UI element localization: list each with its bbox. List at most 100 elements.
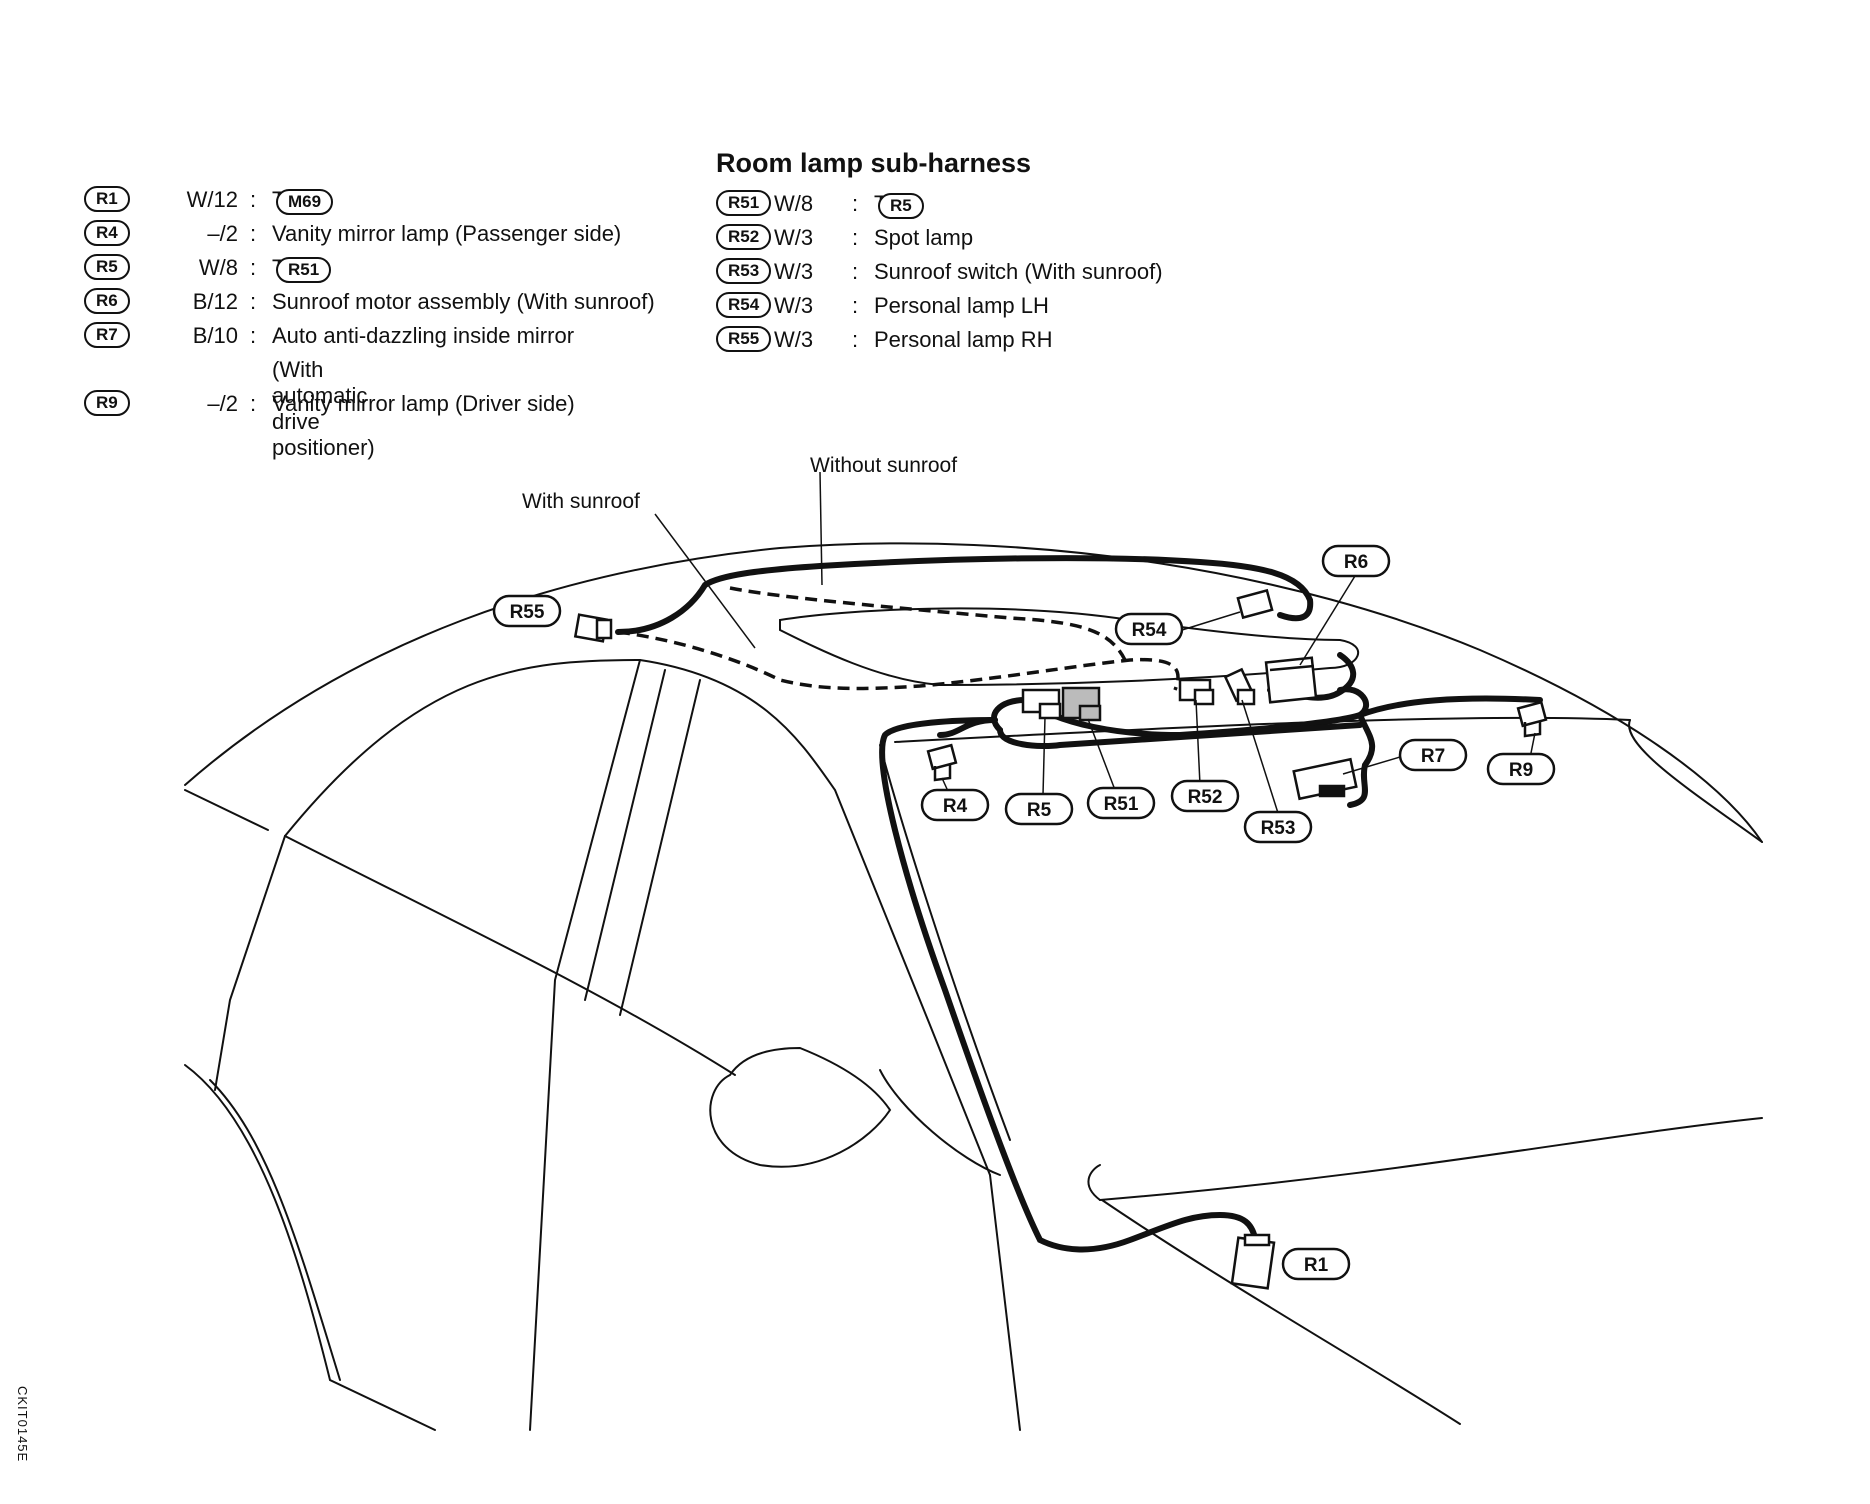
separator: :	[852, 225, 859, 250]
b-pillar-left	[529, 659, 641, 1431]
windshield-edge	[1628, 719, 1763, 843]
callout-labels: R55 R54 R6 R4 R5 R51 R52 R53 R7 R9 R1	[492, 544, 1556, 1281]
door-rear-edge	[989, 1174, 1021, 1431]
note-without-sunroof: Without sunroof	[810, 454, 957, 477]
reference-badge: R51	[276, 257, 332, 283]
connector-badge: R6	[84, 288, 130, 314]
legend-row-r52: R52 W/3 : Spot lamp	[716, 222, 1031, 256]
rear-body-line	[184, 789, 269, 831]
connector-description: ToR5	[874, 191, 924, 219]
separator: :	[852, 293, 859, 318]
svg-text:R4: R4	[943, 796, 968, 817]
connector-description: Vanity mirror lamp (Passenger side)	[272, 221, 622, 246]
separator: :	[250, 289, 257, 314]
callout-r55: R55	[492, 594, 562, 628]
connector-description: Vanity mirror lamp (Driver side)	[272, 391, 575, 416]
connector-badge: R5	[84, 254, 130, 280]
svg-text:R6: R6	[1344, 552, 1368, 573]
svg-text:R52: R52	[1188, 787, 1223, 808]
separator: :	[250, 187, 257, 212]
wire-spec: W/3	[774, 327, 814, 352]
svg-text:R51: R51	[1104, 794, 1139, 815]
wire-spec: –/2	[207, 391, 238, 416]
connector-r54-icon	[1236, 588, 1274, 620]
note-with-sunroof: With sunroof	[522, 490, 640, 513]
b-pillar-front	[584, 669, 666, 1001]
svg-text:R55: R55	[510, 602, 545, 623]
belt-line	[284, 835, 736, 1076]
connector-description: Spot lamp	[874, 225, 974, 250]
connector-r51-icon	[1061, 686, 1102, 722]
connector-badge: R51	[716, 190, 772, 216]
callout-r6: R6	[1321, 544, 1391, 578]
separator: :	[852, 259, 859, 284]
wire-spec: –/2	[207, 221, 238, 246]
harness-without-sunroof	[617, 586, 1180, 691]
connector-r4-icon	[926, 743, 958, 782]
callout-r7: R7	[1398, 738, 1468, 772]
connector-description: Personal lamp LH	[874, 293, 1049, 318]
connector-badge: R9	[84, 390, 130, 416]
sunroof-opening	[779, 607, 1360, 687]
wire-spec: W/3	[774, 293, 814, 318]
side-mirror-outline	[709, 1046, 892, 1168]
callout-r53: R53	[1243, 810, 1313, 844]
svg-text:R54: R54	[1132, 620, 1167, 641]
connector-badge: R7	[84, 322, 130, 348]
separator: :	[250, 391, 257, 416]
connector-description-continued: (With automatic drive positioner)	[272, 357, 375, 460]
connectors	[573, 588, 1548, 1290]
figure-code: CKIT0145E	[15, 1386, 30, 1463]
connector-description: Auto anti-dazzling inside mirror	[272, 323, 575, 348]
svg-text:R53: R53	[1261, 818, 1296, 839]
connector-badge: R52	[716, 224, 772, 250]
wire-spec: W/8	[774, 191, 814, 216]
wire-spec: W/3	[774, 225, 814, 250]
harness-main	[879, 686, 1543, 1253]
connector-description: ToR51	[272, 255, 332, 283]
hood-front	[1087, 1164, 1101, 1201]
reference-badge: M69	[276, 189, 334, 215]
front-door-top	[879, 1069, 1001, 1176]
separator: :	[250, 323, 257, 348]
legend-row-r53: R53 W/3 : Sunroof switch (With sunroof)	[716, 256, 1163, 290]
a-pillar-inner	[879, 744, 1011, 1141]
wire-spec: W/8	[198, 255, 238, 280]
rear-door-line	[214, 835, 286, 1091]
legend-row-r55: R55 W/3 : Personal lamp RH	[716, 324, 1053, 358]
separator: :	[250, 221, 257, 246]
hood-crease	[1099, 1117, 1763, 1201]
connector-description: Personal lamp RH	[874, 327, 1053, 352]
wire-spec: B/12	[192, 289, 238, 314]
connector-description: Sunroof motor assembly (With sunroof)	[272, 289, 655, 314]
connector-badge: R1	[84, 186, 130, 212]
legend-row-r51: R51 W/8 : ToR5	[716, 188, 1031, 222]
svg-text:R7: R7	[1421, 746, 1445, 767]
connector-description: ToM69	[272, 187, 334, 215]
connector-legend-right: Room lamp sub-harness R51 W/8 : ToR5 R52…	[716, 148, 1163, 358]
callout-r52: R52	[1170, 779, 1240, 813]
callout-r9: R9	[1486, 752, 1556, 786]
callout-r51: R51	[1086, 786, 1156, 820]
connector-r1-icon	[1230, 1233, 1276, 1290]
connector-badge: R53	[716, 258, 772, 284]
connector-r5-icon	[1021, 688, 1062, 720]
connector-description: Sunroof switch (With sunroof)	[874, 259, 1163, 284]
separator: :	[852, 191, 859, 216]
wire-spec: W/3	[774, 259, 814, 284]
cowl-line	[1101, 1199, 1461, 1425]
connector-r55-icon	[573, 613, 613, 643]
separator: :	[250, 255, 257, 280]
wire-spec: W/12	[186, 187, 238, 212]
leader-lines	[654, 471, 1536, 814]
a-pillar-edge	[284, 658, 991, 1176]
svg-text:R1: R1	[1304, 1255, 1329, 1276]
wire-spec: B/10	[192, 323, 238, 348]
connector-badge: R55	[716, 326, 772, 352]
rear-wheel-arch-outer	[184, 1064, 436, 1431]
connector-r52-icon	[1178, 678, 1215, 706]
rear-wheel-arch-inner	[209, 1079, 341, 1381]
svg-text:R5: R5	[1027, 800, 1052, 821]
reference-badge: R5	[878, 193, 924, 219]
